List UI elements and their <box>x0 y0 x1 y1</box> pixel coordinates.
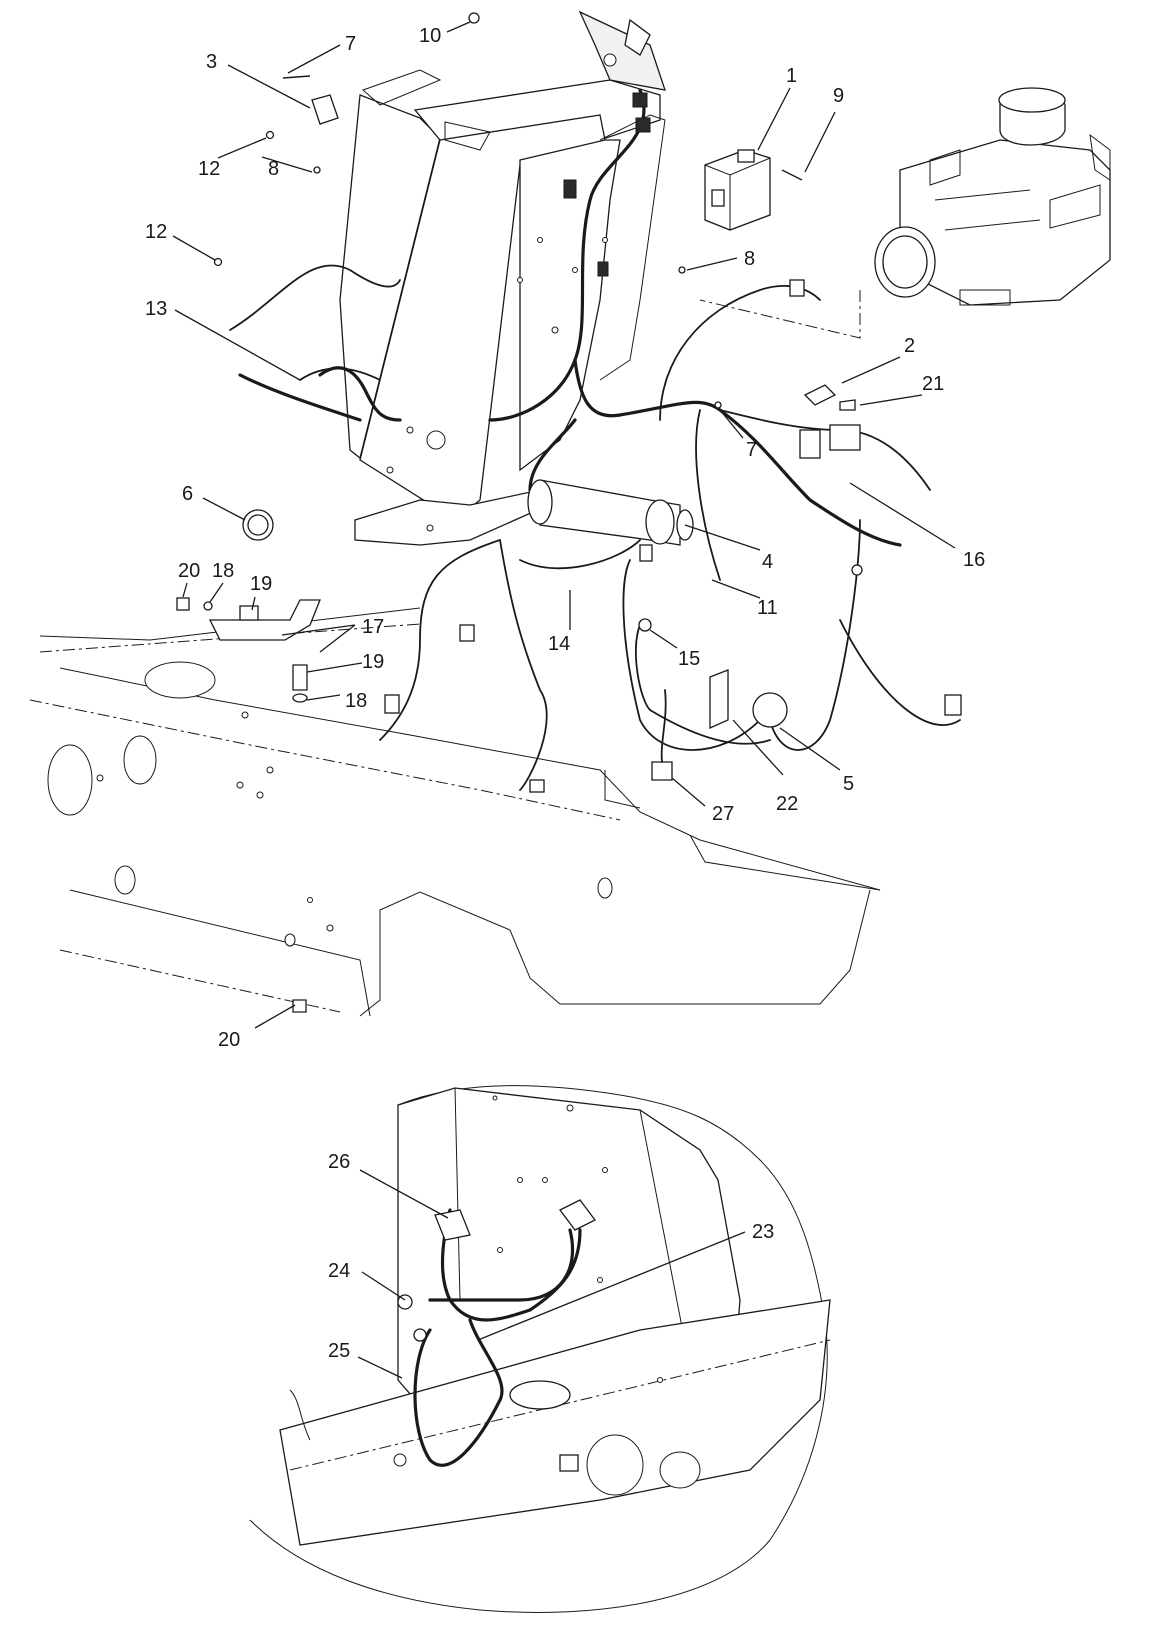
callout-8: 8 <box>268 158 279 180</box>
inset-detail-view <box>249 1085 831 1613</box>
callout-25: 25 <box>328 1340 350 1362</box>
callout-11: 11 <box>757 597 778 619</box>
callout-7: 7 <box>746 439 757 461</box>
callout-23: 23 <box>752 1221 774 1243</box>
relay-module <box>704 149 771 231</box>
leader-lines <box>172 21 956 1379</box>
callout-21: 21 <box>922 373 944 395</box>
callout-19: 19 <box>250 573 272 595</box>
callout-9: 9 <box>833 85 844 107</box>
callout-17: 17 <box>362 616 384 638</box>
callout-4: 4 <box>762 551 773 573</box>
callout-7: 7 <box>345 33 356 55</box>
callout-3: 3 <box>206 51 217 73</box>
engine-module <box>699 87 1111 339</box>
callout-6: 6 <box>182 483 193 505</box>
callout-8: 8 <box>744 248 755 270</box>
actuator-cylinder <box>527 479 694 546</box>
callout-5: 5 <box>843 773 854 795</box>
callout-13: 13 <box>145 298 167 320</box>
callout-12: 12 <box>198 158 220 180</box>
callout-20: 20 <box>178 560 200 582</box>
wiring-harness <box>229 88 962 793</box>
callout-26: 26 <box>328 1151 350 1173</box>
callout-19: 19 <box>362 651 384 673</box>
callout-20: 20 <box>218 1029 240 1051</box>
callout-1: 1 <box>786 65 797 87</box>
callout-12: 12 <box>145 221 167 243</box>
callout-18: 18 <box>345 690 367 712</box>
small-parts <box>176 12 863 1013</box>
callout-14: 14 <box>548 633 570 655</box>
callout-27: 27 <box>712 803 734 825</box>
callout-2: 2 <box>904 335 915 357</box>
callout-15: 15 <box>678 648 700 670</box>
callout-24: 24 <box>328 1260 350 1282</box>
tower-frame <box>339 10 666 546</box>
callout-18: 18 <box>212 560 234 582</box>
callout-labels: 1 2 3 4 5 6 7 7 8 8 9 10 11 12 12 13 14 … <box>145 25 985 1362</box>
callout-16: 16 <box>963 549 985 571</box>
frame-rail-upper <box>29 607 881 1017</box>
callout-10: 10 <box>419 25 441 47</box>
callout-22: 22 <box>776 793 798 815</box>
